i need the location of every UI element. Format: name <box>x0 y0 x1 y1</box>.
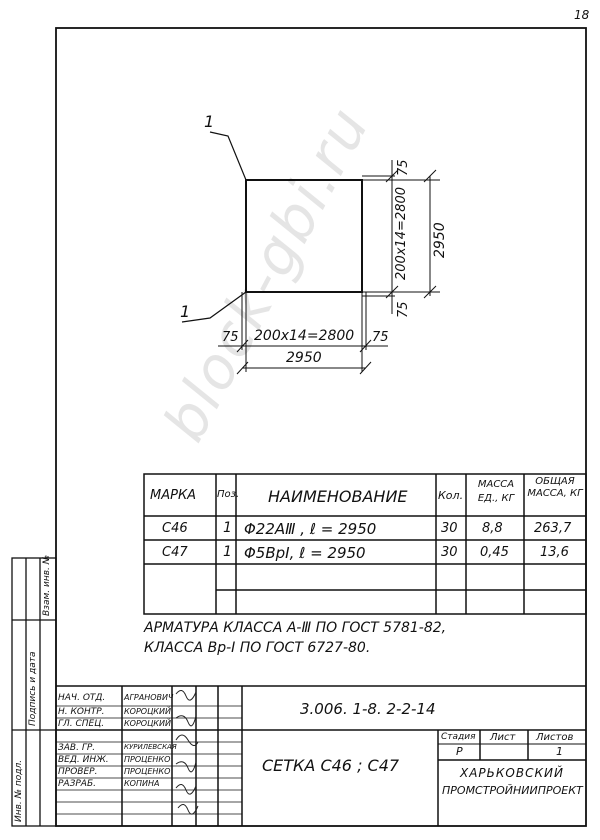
spec-table-grid <box>143 473 587 615</box>
dim-right-top: 75 <box>396 159 411 176</box>
header-name: НАИМЕНОВАНИЕ <box>268 487 408 506</box>
drawing-designation: 3.006. 1-8. 2-2-14 <box>300 700 436 718</box>
stage-value: Р <box>456 745 463 758</box>
name-5: ПРОЦЕНКО <box>124 767 171 776</box>
row1-mark: С46 <box>162 521 188 536</box>
role-5: ПРОВЕР. <box>58 767 98 777</box>
mesh-outline <box>245 179 363 293</box>
dim-right-bottom: 75 <box>396 301 411 318</box>
dim-bottom-right: 75 <box>372 330 389 345</box>
note-line-2: КЛАССА Вр-Ⅰ ПО ГОСТ 6727-80. <box>144 640 371 656</box>
page-number: 18 <box>574 8 590 22</box>
name-1: КОРОЦКИЙ <box>124 707 171 716</box>
header-pos: Поз. <box>217 489 240 500</box>
note-line-1: АРМАТУРА КЛАССА А-Ⅲ ПО ГОСТ 5781-82, <box>144 620 447 636</box>
name-0: АГРАНОВИЧ <box>124 693 174 702</box>
row1-name: Φ22АⅢ , ℓ = 2950 <box>244 520 377 538</box>
sheets-label: Листов <box>536 732 574 743</box>
drawing-title: СЕТКА С46 ; С47 <box>262 756 400 775</box>
callout-top: 1 <box>204 112 215 131</box>
role-4: ВЕД. ИНЖ. <box>58 755 109 765</box>
row1-mass-unit: 8,8 <box>482 521 503 536</box>
role-3: ЗАВ. ГР. <box>58 743 96 753</box>
role-6: РАЗРАБ. <box>58 779 96 789</box>
title-block-grid <box>56 685 586 826</box>
row2-name: Φ5ВрⅠ, ℓ = 2950 <box>244 544 366 562</box>
side-stamp-sign: Подпись и дата <box>28 651 38 726</box>
side-stamp-inv: Инв. № подл. <box>14 759 24 822</box>
row1-pos: 1 <box>223 520 232 536</box>
role-0: НАЧ. ОТД. <box>58 693 106 703</box>
leader-top <box>209 131 247 181</box>
dim-bottom-left: 75 <box>222 330 239 345</box>
org-line-1: ХАРЬКОВСКИЙ <box>460 766 564 780</box>
sheets-value: 1 <box>556 745 563 758</box>
leader-bottom <box>181 291 247 323</box>
row1-mass-total: 263,7 <box>534 521 572 536</box>
dim-bottom-total: 2950 <box>286 350 322 366</box>
row2-mass-unit: 0,45 <box>480 545 509 560</box>
signature-scribbles <box>175 690 199 815</box>
row2-pos: 1 <box>223 544 232 560</box>
role-2: ГЛ. СПЕЦ. <box>58 719 105 729</box>
header-mass-unit: МАССА ЕД., КГ <box>477 479 515 504</box>
dim-right-total: 2950 <box>432 222 448 258</box>
sheet-frame <box>55 27 587 827</box>
name-3: КУРИЛЕВСКАЯ <box>124 743 177 751</box>
role-1: Н. КОНТР. <box>58 707 105 717</box>
sheet-label: Лист <box>490 732 516 743</box>
header-mark: МАРКА <box>150 488 197 503</box>
header-qty: Кол. <box>438 489 464 502</box>
row1-qty: 30 <box>441 521 458 536</box>
dim-bottom-mid: 200x14=2800 <box>254 328 355 344</box>
org-line-2: ПРОМСТРОЙНИИПРОЕКТ <box>442 784 583 797</box>
name-4: ПРОЦЕНКО <box>124 755 171 764</box>
row2-qty: 30 <box>441 545 458 560</box>
row2-mark: С47 <box>162 545 188 560</box>
dim-right-mid: 200x14=2800 <box>394 186 409 280</box>
side-stamp-grid <box>11 557 57 827</box>
callout-bottom: 1 <box>180 302 191 321</box>
name-6: КОПИНА <box>124 779 160 788</box>
name-2: КОРОЦКИЙ <box>124 719 171 728</box>
row2-mass-total: 13,6 <box>540 545 569 560</box>
side-stamp-replace: Взам. инв. № <box>42 554 52 616</box>
header-mass-total: ОБЩАЯ МАССА, КГ <box>527 476 583 499</box>
stage-label: Стадия <box>441 732 476 742</box>
